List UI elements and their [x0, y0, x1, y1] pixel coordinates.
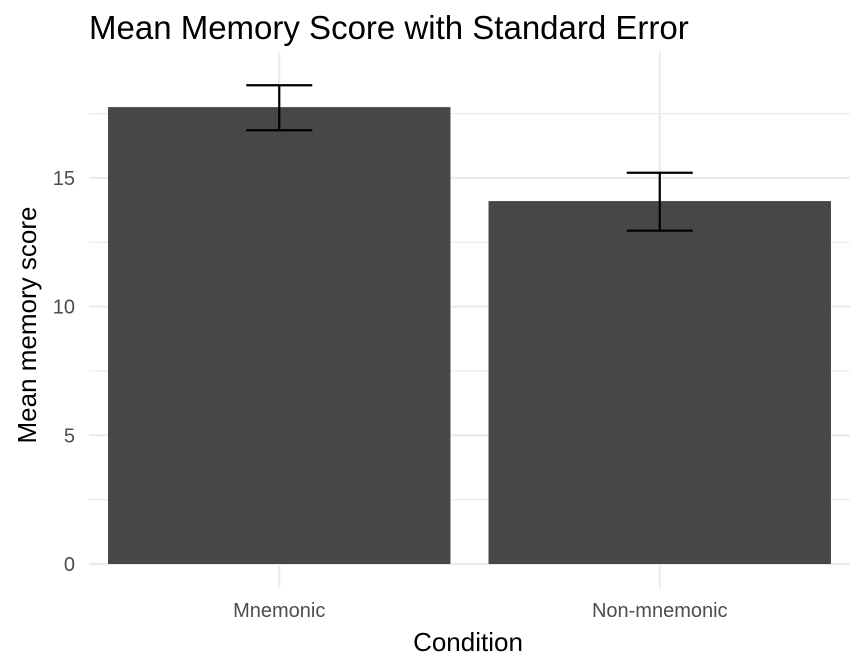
y-axis-title: Mean memory score — [12, 207, 42, 444]
chart-title: Mean Memory Score with Standard Error — [89, 9, 689, 46]
y-tick-label: 0 — [64, 554, 75, 576]
y-tick-label: 15 — [53, 168, 75, 190]
error-bar — [246, 84, 313, 132]
error-bar — [626, 171, 693, 232]
y-tick-label: 5 — [64, 425, 75, 447]
x-axis-title: Condition — [413, 627, 523, 657]
y-tick-label: 10 — [53, 297, 75, 319]
y-tick-labels: 0 5 10 15 — [53, 168, 75, 576]
bar — [108, 107, 451, 565]
x-tick-labels: Mnemonic Non-mnemonic — [233, 600, 727, 622]
bar — [488, 201, 831, 565]
error-bars — [246, 84, 693, 232]
bars — [108, 107, 831, 565]
x-tick-label: Mnemonic — [233, 600, 325, 622]
x-tick-label: Non-mnemonic — [592, 600, 728, 622]
